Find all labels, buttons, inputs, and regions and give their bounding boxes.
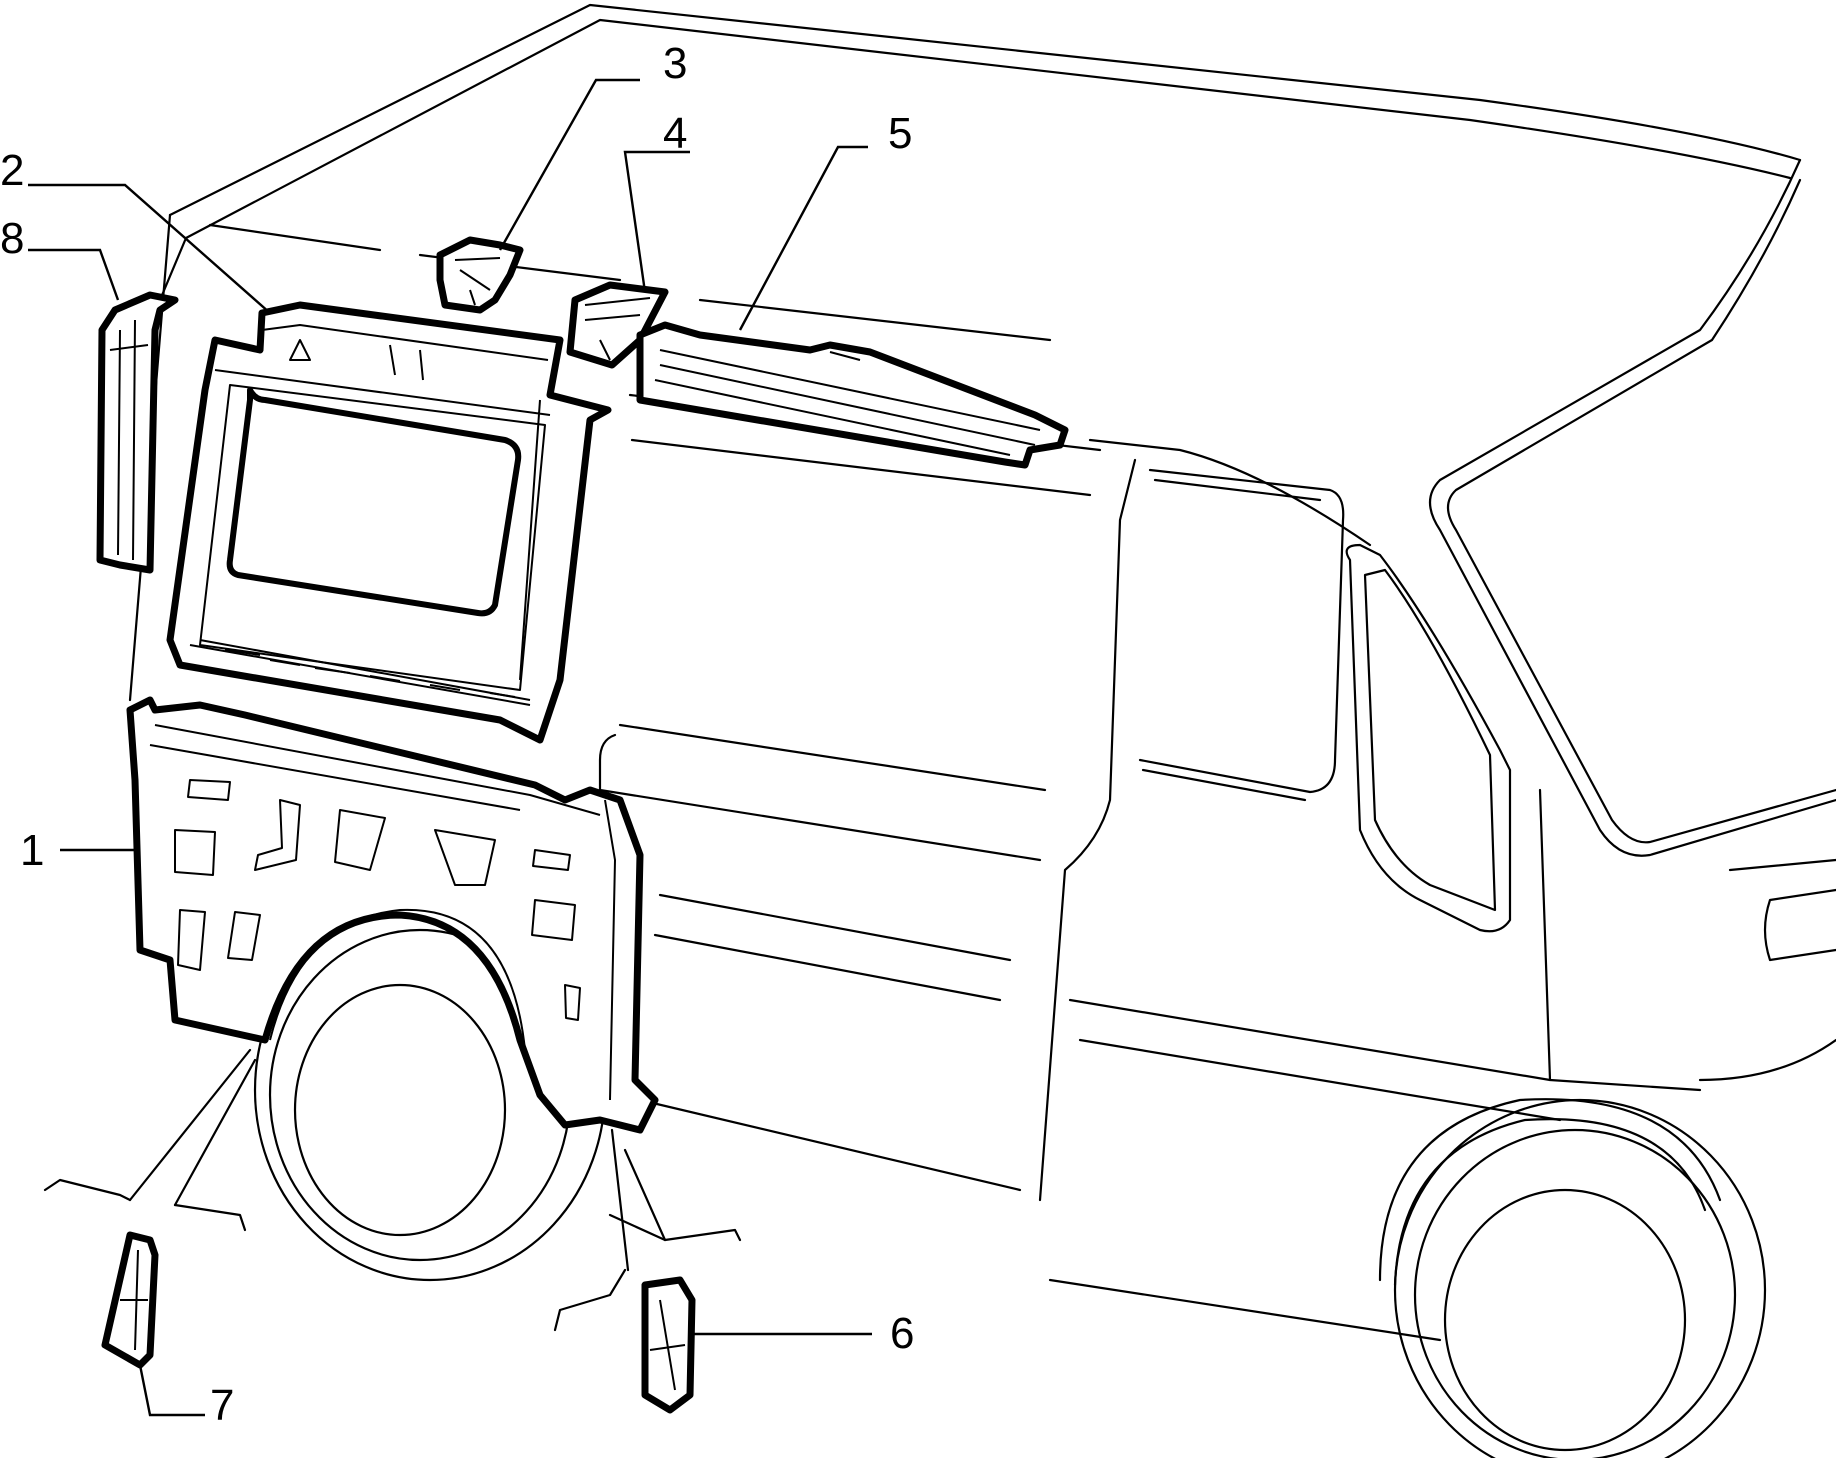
callout-7: 7: [210, 1381, 234, 1430]
part-5-roof-rail: [636, 321, 1069, 469]
part-8-rear-pillar: [96, 291, 179, 574]
part-2-upper-rear-panel: [166, 301, 612, 744]
part-6-lower-bracket: [641, 1276, 696, 1414]
leader-lines: [28, 78, 872, 1417]
van-body-outline: [43, 3, 1836, 1458]
part-1-lower-rear-panel: [126, 696, 659, 1134]
callout-6: 6: [890, 1309, 914, 1358]
callout-4: 4: [663, 109, 687, 158]
callout-5: 5: [888, 109, 912, 158]
callout-1: 1: [20, 826, 44, 875]
callout-8: 8: [0, 214, 24, 263]
part-7-lower-bracket: [101, 1231, 159, 1369]
part-3-bracket: [436, 236, 524, 314]
callout-labels: 1 2 3 4 5 6 7 8: [0, 39, 914, 1430]
callout-3: 3: [663, 39, 687, 88]
callout-2: 2: [0, 146, 24, 195]
